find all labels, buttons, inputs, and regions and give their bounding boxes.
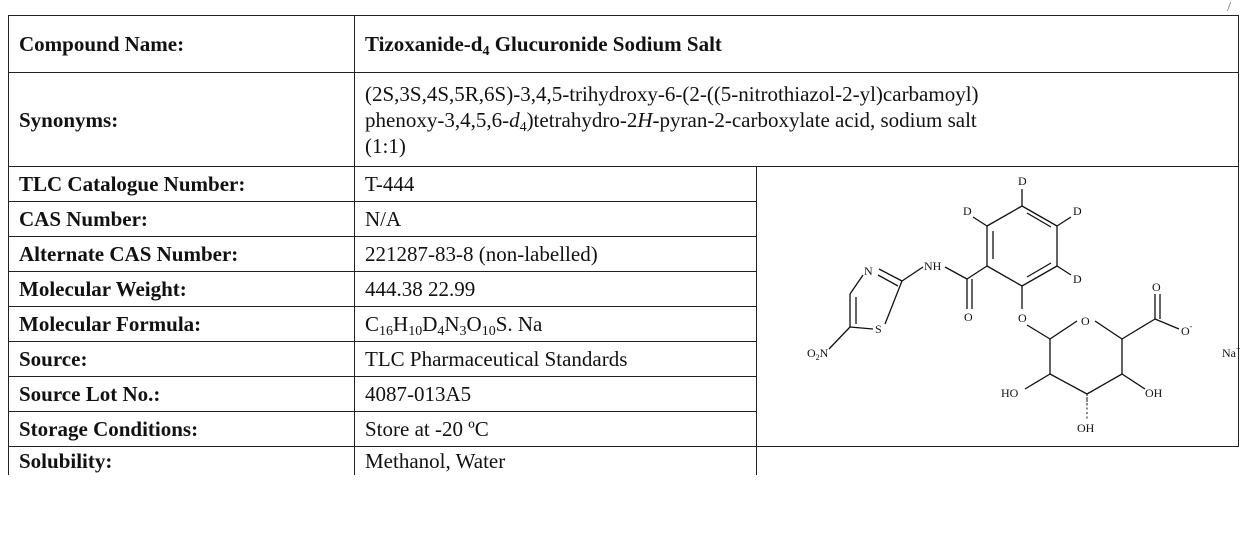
synonyms-line-2e: -pyran-2-carboxylate acid, sodium salt xyxy=(652,107,977,132)
molecular-formula-value: C16H10D4N3O10S. Na xyxy=(354,306,757,342)
atom-o-amide: O xyxy=(964,310,973,324)
solubility-label: Solubility: xyxy=(8,446,355,475)
atom-d-right: D xyxy=(1073,204,1082,218)
atom-n-thiazole: N xyxy=(864,264,873,278)
atom-nitro: O2N xyxy=(807,346,829,362)
atom-oh-bottom: OH xyxy=(1077,421,1095,435)
page-corner-mark: / xyxy=(1227,0,1231,15)
atom-d-top: D xyxy=(1018,174,1027,188)
source-lot-value: 4087-013A5 xyxy=(354,376,757,412)
row-alternate-cas: Alternate CAS Number: 221287-83-8 (non-l… xyxy=(8,236,1239,272)
atom-nh: NH xyxy=(924,259,942,273)
atom-o-acid: O xyxy=(1152,280,1161,294)
molecular-weight-value: 444.38 22.99 xyxy=(354,271,757,307)
catalogue-number-label: TLC Catalogue Number: xyxy=(8,166,355,202)
atom-ho-left: HO xyxy=(1001,386,1019,400)
synonyms-label: Synonyms: xyxy=(8,72,355,167)
row-source-lot: Source Lot No.: 4087-013A5 xyxy=(8,376,1239,412)
compound-info-table: Compound Name: Tizoxanide-d4 Glucuronide… xyxy=(8,15,1241,476)
row-molecular-formula: Molecular Formula: C16H10D4N3O10S. Na xyxy=(8,306,1239,342)
synonyms-line-2b: d xyxy=(509,107,520,132)
row-compound-name: Compound Name: Tizoxanide-d4 Glucuronide… xyxy=(8,15,1239,73)
structure-cell: D D D D N NH S O O2N O O O O- Na+ HO OH … xyxy=(756,166,1241,447)
solubility-value: Methanol, Water xyxy=(354,446,757,475)
synonyms-line-3: (1:1) xyxy=(365,133,406,158)
synonyms-line-1: (2S,3S,4S,5R,6S)-3,4,5-trihydroxy-6-(2-(… xyxy=(365,81,979,106)
storage-conditions-value: Store at -20 ºC xyxy=(354,411,757,447)
synonyms-value: (2S,3S,4S,5R,6S)-3,4,5-trihydroxy-6-(2-(… xyxy=(354,72,1239,167)
compound-name-label: Compound Name: xyxy=(8,15,355,73)
cas-number-value: N/A xyxy=(354,201,757,237)
atom-s-thiazole: S xyxy=(875,322,882,336)
molecular-weight-label: Molecular Weight: xyxy=(8,271,355,307)
storage-conditions-label: Storage Conditions: xyxy=(8,411,355,447)
source-lot-label: Source Lot No.: xyxy=(8,376,355,412)
synonyms-line-2b-sub: 4 xyxy=(519,119,527,135)
alternate-cas-label: Alternate CAS Number: xyxy=(8,236,355,272)
compound-name-value: Tizoxanide-d4 Glucuronide Sodium Salt xyxy=(354,15,1239,73)
alternate-cas-value: 221287-83-8 (non-labelled) xyxy=(354,236,757,272)
synonyms-line-2d: H xyxy=(637,107,653,132)
compound-name-suffix: Glucuronide Sodium Salt xyxy=(489,32,722,56)
solubility-empty-cell xyxy=(757,447,1239,476)
row-storage-conditions: Storage Conditions: Store at -20 ºC xyxy=(8,411,1239,447)
source-label: Source: xyxy=(8,341,355,377)
synonyms-line-2c: )tetrahydro-2 xyxy=(526,107,638,132)
row-catalogue-number: TLC Catalogue Number: T-444 xyxy=(8,166,1241,447)
catalogue-number-value: T-444 xyxy=(354,166,757,202)
atom-o-ring: O xyxy=(1081,314,1090,328)
row-molecular-weight: Molecular Weight: 444.38 22.99 xyxy=(8,271,1239,307)
compound-name-subscript: 4 xyxy=(482,44,490,59)
row-solubility: Solubility: Methanol, Water xyxy=(8,446,1239,476)
compound-name-prefix: Tizoxanide-d xyxy=(365,32,483,56)
atom-o-minus: O- xyxy=(1181,322,1193,338)
atom-o-link: O xyxy=(1018,311,1027,325)
molecular-formula-label: Molecular Formula: xyxy=(8,306,355,342)
row-source: Source: TLC Pharmaceutical Standards xyxy=(8,341,1239,377)
source-value: TLC Pharmaceutical Standards xyxy=(354,341,757,377)
chemical-structure-image: D D D D N NH S O O2N O O O O- Na+ HO OH … xyxy=(807,174,1241,435)
atom-d-lower: D xyxy=(1073,272,1082,286)
atom-d-left: D xyxy=(963,204,972,218)
atom-oh-right: OH xyxy=(1145,386,1163,400)
row-synonyms: Synonyms: (2S,3S,4S,5R,6S)-3,4,5-trihydr… xyxy=(8,72,1239,167)
atom-na: Na+ xyxy=(1222,344,1241,360)
row-cas-number: CAS Number: N/A xyxy=(8,201,1239,237)
cas-number-label: CAS Number: xyxy=(8,201,355,237)
synonyms-line-2a: phenoxy-3,4,5,6- xyxy=(365,107,510,132)
